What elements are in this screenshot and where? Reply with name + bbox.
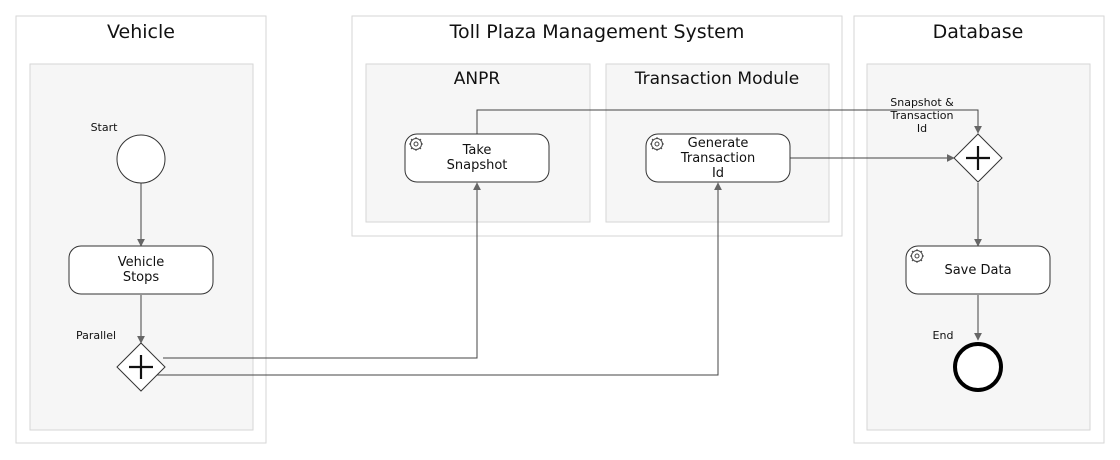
transaction-module-lane-title: Transaction Module xyxy=(634,69,799,89)
parallel-join-gateway xyxy=(953,133,1003,183)
join-gateway-label-line-1: Snapshot & xyxy=(890,96,954,109)
generate-transaction-label-line-2: Transaction xyxy=(680,151,755,166)
parallel-split-gateway xyxy=(116,342,166,392)
join-gateway-label-line-2: Transaction xyxy=(890,109,954,122)
flow-snapshot-to-join xyxy=(476,109,982,134)
parallel-gateway-label: Parallel xyxy=(76,329,116,342)
start-event xyxy=(116,134,166,184)
anpr-lane-title: ANPR xyxy=(454,69,501,89)
vehicle-stops-label-line-2: Stops xyxy=(123,270,160,285)
vehicle-pool: Vehicle xyxy=(15,15,267,444)
gear-icon xyxy=(409,137,423,151)
vehicle-pool-title: Vehicle xyxy=(107,21,175,43)
gear-icon xyxy=(650,137,664,151)
generate-transaction-label-line-3: Id xyxy=(712,166,724,181)
toll-plaza-pool: Toll Plaza Management System ANPR Transa… xyxy=(351,15,843,237)
toll-plaza-pool-title: Toll Plaza Management System xyxy=(449,21,745,43)
flow-parallel-to-take-snapshot xyxy=(163,182,481,359)
gear-icon xyxy=(910,249,924,263)
save-data-task: Save Data xyxy=(905,245,1051,295)
generate-transaction-task: Generate Transaction Id xyxy=(645,133,791,183)
generate-transaction-label-line-1: Generate xyxy=(688,136,749,151)
vehicle-stops-task: Vehicle Stops xyxy=(68,245,214,295)
take-snapshot-label-line-1: Take xyxy=(462,143,492,158)
database-pool-title: Database xyxy=(933,21,1024,43)
flow-parallel-to-generate-transaction xyxy=(157,182,722,376)
end-event xyxy=(953,342,1003,392)
take-snapshot-task: Take Snapshot xyxy=(404,133,550,183)
sequence-flows xyxy=(137,109,982,376)
take-snapshot-label-line-2: Snapshot xyxy=(447,158,508,173)
vehicle-stops-label-line-1: Vehicle xyxy=(118,255,165,270)
save-data-label: Save Data xyxy=(944,263,1011,278)
join-gateway-label-line-3: Id xyxy=(917,122,927,135)
end-event-label: End xyxy=(933,329,954,342)
start-event-label: Start xyxy=(91,121,119,134)
